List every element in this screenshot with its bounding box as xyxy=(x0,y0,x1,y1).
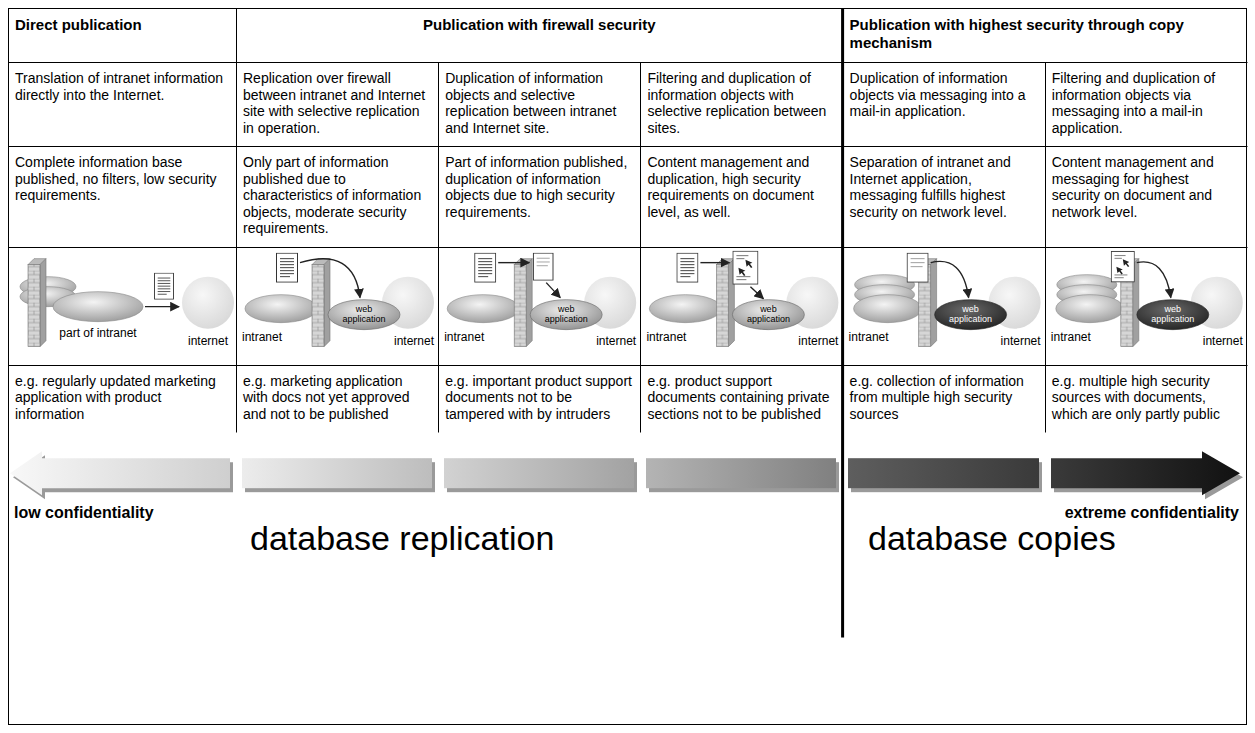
grid-line xyxy=(9,247,1248,248)
application-label: web application xyxy=(1145,305,1201,324)
table-cell: Duplication of information objects and s… xyxy=(445,70,633,136)
table-cell: Only part of information published due t… xyxy=(243,154,431,237)
table-cell: e.g. regularly updated marketing applica… xyxy=(15,373,229,423)
scale-band xyxy=(646,458,836,488)
application-label: web application xyxy=(740,305,796,324)
illustration-label: part of intranet xyxy=(58,327,138,340)
scale-arrow-left xyxy=(10,451,230,495)
column-heading: Publication with firewall security xyxy=(243,16,836,34)
grid-line xyxy=(640,63,641,433)
illustration-label: internet xyxy=(376,335,434,348)
illustration-label: internet xyxy=(578,335,636,348)
application-label: web application xyxy=(538,305,594,324)
table-cell: Duplication of information objects via m… xyxy=(850,70,1038,120)
application-label: web application xyxy=(943,305,999,324)
grid-line xyxy=(9,365,1248,366)
illustration-label: internet xyxy=(780,335,838,348)
table-cell: Content management and duplication, high… xyxy=(647,154,835,220)
illustration-label: intranet xyxy=(849,331,909,344)
column-heading: Direct publication xyxy=(15,16,229,34)
illustration-label: internet xyxy=(983,335,1041,348)
grid-line xyxy=(236,9,237,433)
table-cell: e.g. product support documents containin… xyxy=(647,373,835,423)
confidentiality-scale xyxy=(10,451,1243,499)
grid-line xyxy=(9,62,1248,63)
table-grid xyxy=(9,9,1248,433)
direct-publication-illustration xyxy=(20,259,234,347)
section-divider xyxy=(841,8,844,638)
table-cell: e.g. marketing application with docs not… xyxy=(243,373,431,423)
table-cell: e.g. collection of information from mult… xyxy=(850,373,1038,423)
table-cell: Complete information base published, no … xyxy=(15,154,229,204)
table-cell: Replication over firewall between intran… xyxy=(243,70,431,136)
grid-line xyxy=(9,146,1248,147)
illustration-label: internet xyxy=(186,335,230,348)
table-cell: Translation of intranet information dire… xyxy=(15,70,229,103)
scale-band xyxy=(242,458,432,488)
table-cell: Part of information published, duplicati… xyxy=(445,154,633,220)
table-cell: Filtering and duplication of information… xyxy=(647,70,835,136)
illustration-label: intranet xyxy=(444,331,504,344)
section-label: database copies xyxy=(868,520,1238,557)
table-cell: e.g. multiple high security sources with… xyxy=(1052,373,1240,423)
table-cell: e.g. important product support documents… xyxy=(445,373,633,423)
section-label: database replication xyxy=(250,520,810,557)
illustration-label: internet xyxy=(1185,335,1243,348)
illustration-label: intranet xyxy=(242,331,302,344)
scale-label: low confidentiality xyxy=(14,504,254,523)
column-heading: Publication with highest security throug… xyxy=(850,16,1240,51)
table-cell: Separation of intranet and Internet appl… xyxy=(850,154,1038,220)
table-cell: Content management and messaging for hig… xyxy=(1052,154,1240,220)
scale-band xyxy=(848,458,1039,488)
illustration-label: intranet xyxy=(646,331,706,344)
outer-frame xyxy=(9,9,1247,725)
illustration-label: intranet xyxy=(1051,331,1111,344)
application-label: web application xyxy=(336,305,392,324)
scale-arrow-right xyxy=(1051,451,1240,495)
table-cell: Filtering and duplication of information… xyxy=(1052,70,1240,136)
scale-band xyxy=(444,458,634,488)
grid-line xyxy=(438,63,439,433)
grid-line xyxy=(1045,63,1046,433)
